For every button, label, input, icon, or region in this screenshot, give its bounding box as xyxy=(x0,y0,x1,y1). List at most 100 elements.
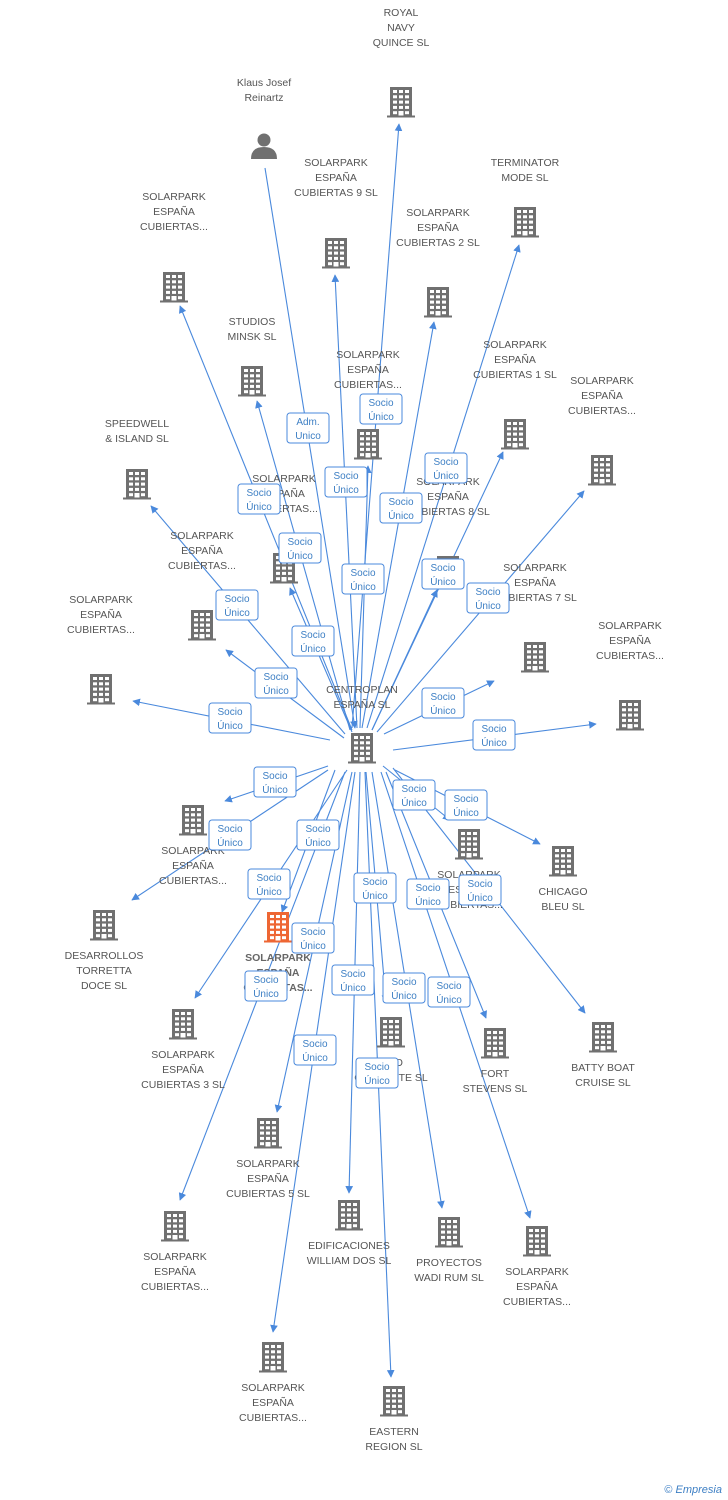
node-sec_a[interactable]: SOLARPARKESPAÑACUBIERTAS... xyxy=(140,191,208,303)
badge-box xyxy=(324,466,368,498)
node-label: SOLARPARK xyxy=(252,473,315,485)
badge-box xyxy=(247,868,291,900)
badge-text: Socio xyxy=(467,879,492,890)
badge-text: Socio xyxy=(256,873,281,884)
node-sec_l1[interactable]: SOLARPARKESPAÑACUBIERTAS... xyxy=(168,530,236,641)
relation-badge[interactable]: Adm.Unico xyxy=(286,412,330,444)
building-icon xyxy=(264,912,292,943)
badge-text: Socio xyxy=(217,824,242,835)
node-label: ESPAÑA xyxy=(514,576,556,589)
node-label: BATTY BOAT xyxy=(571,1062,635,1074)
node-label: CUBIERTAS... xyxy=(67,624,135,636)
node-label: ESPAÑA xyxy=(417,221,459,234)
building-icon xyxy=(179,805,207,836)
badge-text: Único xyxy=(467,891,493,904)
node-label: CUBIERTAS... xyxy=(503,1296,571,1308)
badge-text: Único xyxy=(401,796,427,809)
node-label: CUBIERTAS... xyxy=(168,560,236,572)
badge-box xyxy=(253,766,297,798)
node-sec_l3[interactable]: SOLARPARKESPAÑACUBIERTAS... xyxy=(159,805,227,887)
node-label: BLEU SL xyxy=(541,901,584,913)
node-sec_b[interactable]: SOLARPARKESPAÑACUBIERTAS... xyxy=(239,1342,307,1424)
node-sec_br[interactable]: SOLARPARKESPAÑACUBIERTAS... xyxy=(503,1226,571,1308)
node-label: ESPAÑA xyxy=(347,363,389,376)
node-label: ESPAÑA xyxy=(80,608,122,621)
node-sec_mid[interactable]: SOLARPARKESPAÑACUBIERTAS... xyxy=(334,349,402,460)
node-sec_bl[interactable]: SOLARPARKESPAÑACUBIERTAS... xyxy=(141,1211,209,1293)
node-label: QUINCE SL xyxy=(373,37,430,49)
node-label: EDIFICACIONES xyxy=(308,1240,390,1252)
badge-text: Único xyxy=(388,509,414,522)
node-sec_l2[interactable]: SOLARPARKESPAÑACUBIERTAS... xyxy=(67,594,135,705)
badge-text: Único xyxy=(253,987,279,1000)
badge-text: Único xyxy=(302,1051,328,1064)
badge-text: Unico xyxy=(295,431,321,442)
badge-text: Único xyxy=(350,580,376,593)
node-label: SOLARPARK xyxy=(336,349,399,361)
node-speedwell[interactable]: SPEEDWELL& ISLAND SL xyxy=(105,418,169,500)
node-label: STEVENS SL xyxy=(463,1083,528,1095)
node-sec_r2[interactable]: SOLARPARKESPAÑACUBIERTAS... xyxy=(596,620,664,731)
badges-layer: Adm.UnicoSocioÚnicoSocioÚnicoSocioÚnicoS… xyxy=(208,393,516,1089)
building-icon xyxy=(377,1017,405,1048)
node-sec_r1[interactable]: SOLARPARKESPAÑACUBIERTAS... xyxy=(568,375,636,486)
badge-text: Único xyxy=(433,469,459,482)
building-icon xyxy=(424,287,452,318)
node-label: ESPAÑA xyxy=(581,389,623,402)
badge-text: Socio xyxy=(364,1062,389,1073)
badge-text: Único xyxy=(246,500,272,513)
node-label: ESPAÑA xyxy=(154,1265,196,1278)
footer-brand[interactable]: ©Empresia xyxy=(664,1484,722,1496)
